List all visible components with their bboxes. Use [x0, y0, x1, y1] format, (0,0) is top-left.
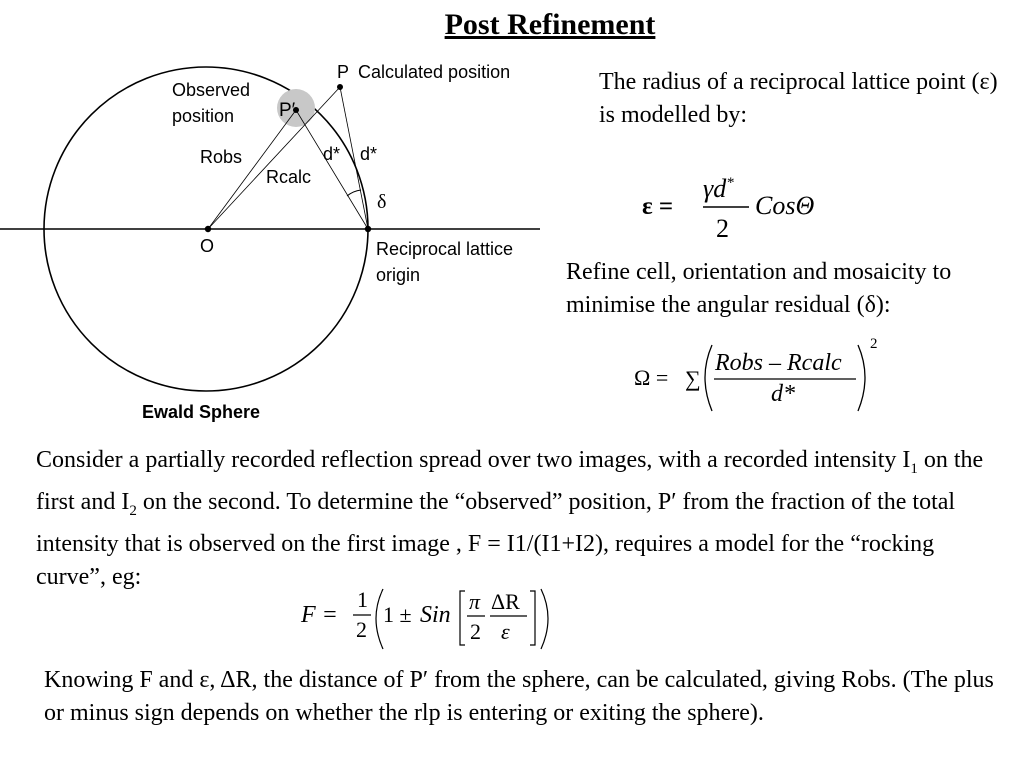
omega-power: 2 [870, 336, 878, 352]
label-observed: Observed [172, 80, 250, 100]
lattice-origin-point [364, 225, 372, 233]
label-p: P [337, 62, 349, 82]
rocking-curve-equation: F = 1 2 1 ± Sin π 2 ΔR ε [300, 587, 549, 650]
observed-point-p-prime [293, 107, 299, 113]
rocking-half-num: 1 [357, 587, 368, 612]
label-robs: Robs [200, 147, 242, 167]
label-rcalc: Rcalc [266, 167, 311, 187]
omega-numerator: Robs – Rcalc [714, 350, 842, 376]
label-origin: origin [376, 265, 420, 285]
label-reciprocal-lattice: Reciprocal lattice [376, 239, 513, 259]
rcalc-line [207, 86, 341, 230]
intro-paragraph: The radius of a reciprocal lattice point… [599, 69, 998, 128]
epsilon-equation: ε = γd* 2 CosΘ [642, 174, 814, 243]
rocking-left-paren [375, 588, 384, 650]
label-o: O [200, 236, 214, 256]
calculated-point-p [337, 84, 343, 90]
omega-right-paren [857, 344, 866, 412]
ewald-sphere-diagram: Observed position P′ P Calculated positi… [0, 62, 540, 422]
refine-paragraph: Refine cell, orientation and mosaicity t… [566, 259, 952, 318]
omega-equation: Ω = ∑ Robs – Rcalc d* 2 [634, 336, 878, 412]
epsilon-denominator: 2 [716, 214, 729, 243]
label-p-prime: P′ [279, 100, 296, 121]
knowing-paragraph: Knowing F and ε, ΔR, the distance of P′ … [44, 667, 994, 726]
rocking-right-bracket [530, 590, 536, 646]
label-dstar-calculated: d* [360, 144, 377, 164]
label-calculated-position: Calculated position [358, 62, 510, 82]
dstar-calculated-line [339, 86, 369, 230]
subscript-1: 1 [910, 460, 918, 477]
label-delta: δ [377, 191, 386, 213]
rocking-sin: Sin [420, 602, 451, 628]
consider-paragraph: Consider a partially recorded reflection… [36, 447, 984, 590]
label-position: position [172, 106, 234, 126]
rocking-right-paren [540, 588, 549, 650]
epsilon-numerator: γd* [703, 174, 734, 203]
rocking-half-den: 2 [356, 617, 367, 642]
rocking-two: 2 [470, 619, 481, 644]
robs-line [207, 109, 297, 230]
label-dstar-observed: d* [323, 144, 340, 164]
slide-title: Post Refinement [444, 8, 656, 41]
rocking-left-bracket [459, 590, 465, 646]
epsilon-lhs: ε = [642, 193, 673, 220]
rocking-one-pm: 1 ± [383, 602, 412, 627]
dstar-observed-line [295, 109, 369, 230]
omega-denominator: d* [771, 381, 795, 407]
rocking-lhs: F = [300, 602, 338, 628]
subscript-2: 2 [129, 502, 137, 519]
epsilon-cos-theta: CosΘ [755, 191, 814, 220]
omega-sum: ∑ [685, 366, 701, 391]
omega-left-paren [704, 344, 713, 412]
rocking-pi: π [469, 589, 481, 614]
delta-angle-arc [346, 189, 362, 197]
rocking-delta-r: ΔR [491, 589, 520, 614]
diagram-caption: Ewald Sphere [142, 402, 260, 422]
rocking-eps: ε [501, 619, 510, 644]
origin-point-o [204, 225, 212, 233]
omega-lhs: Ω = [634, 365, 668, 390]
